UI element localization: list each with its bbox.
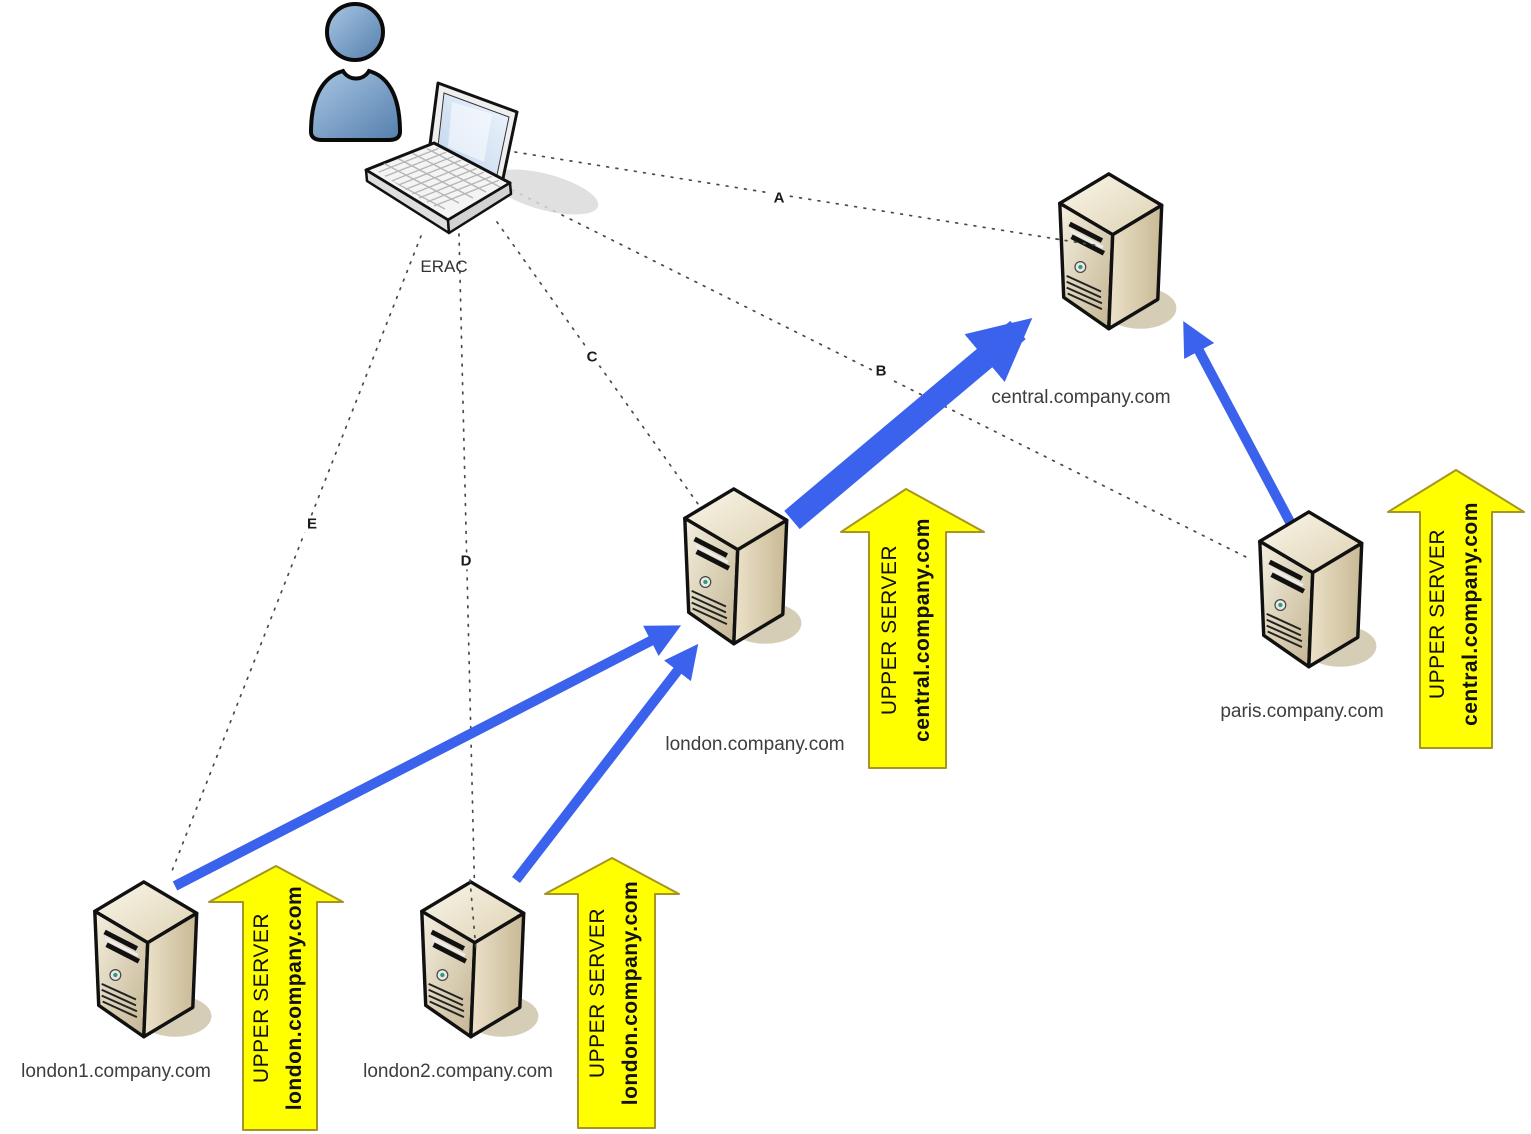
upper-server-text-paris-line1: UPPER SERVER <box>1426 528 1449 700</box>
replication-arrow-paris-to-central <box>1183 320 1295 525</box>
upper-server-arrow-london <box>840 488 985 769</box>
upper-server-text-london2: UPPER SERVER london.company.com <box>581 843 651 1134</box>
upper-server-text-london: UPPER SERVER central.company.com <box>873 485 943 775</box>
connection-line-c <box>496 221 699 505</box>
admin-label: ERAC <box>420 257 468 276</box>
connection-line-overlays <box>469 238 1101 951</box>
upper-server-text-london1: UPPER SERVER london.company.com <box>245 848 315 1134</box>
server-icon-london <box>685 489 802 644</box>
server-label-central: central.company.com <box>991 387 1171 408</box>
connection-line-a <box>514 151 1101 247</box>
server-icon-central <box>1060 174 1177 329</box>
upper-server-arrow-london1 <box>208 865 344 1131</box>
upper-server-text-london2-line1: UPPER SERVER <box>586 907 609 1079</box>
server-label-london2: london2.company.com <box>363 1061 553 1082</box>
laptop-icon <box>364 81 599 235</box>
connection-label-c: C <box>583 348 601 366</box>
server-icon-london1 <box>95 882 212 1037</box>
person-icon <box>309 2 402 142</box>
connection-line-d-tail <box>469 879 477 951</box>
server-icon-london2 <box>422 882 539 1037</box>
connection-label-a: A <box>770 189 788 207</box>
server-label-paris: paris.company.com <box>1220 701 1384 722</box>
upper-server-text-london-line1: UPPER SERVER <box>878 544 901 716</box>
server-label-london1: london1.company.com <box>21 1061 211 1082</box>
replication-arrows <box>172 317 1295 891</box>
connection-label-e: E <box>303 515 321 533</box>
upper-server-text-london-line2: central.company.com <box>911 518 934 742</box>
upper-server-text-paris-line2: central.company.com <box>1459 502 1482 726</box>
connection-line-b <box>511 189 1253 561</box>
upper-server-text-london1-line2: london.company.com <box>283 885 306 1111</box>
connection-line-d <box>458 233 477 951</box>
connection-line-e <box>169 235 422 877</box>
replication-arrow-london2-to-london <box>512 643 699 884</box>
connection-label-d: D <box>457 552 475 570</box>
upper-server-text-london2-line2: london.company.com <box>619 880 642 1106</box>
upper-server-arrows <box>208 469 1525 1131</box>
upper-server-text-paris: UPPER SERVER central.company.com <box>1421 469 1491 759</box>
server-icon-paris <box>1260 512 1377 667</box>
replication-arrow-london-to-central <box>784 317 1033 530</box>
connection-label-b: B <box>872 362 890 380</box>
replication-arrow-london1-to-london <box>172 625 682 891</box>
server-label-london: london.company.com <box>665 734 845 755</box>
connection-line-a-tail <box>1055 238 1101 247</box>
upper-server-text-london1-line1: UPPER SERVER <box>250 912 273 1084</box>
upper-server-arrow-london2 <box>544 857 680 1129</box>
upper-server-arrow-paris <box>1387 469 1525 749</box>
connection-lines <box>169 151 1253 951</box>
